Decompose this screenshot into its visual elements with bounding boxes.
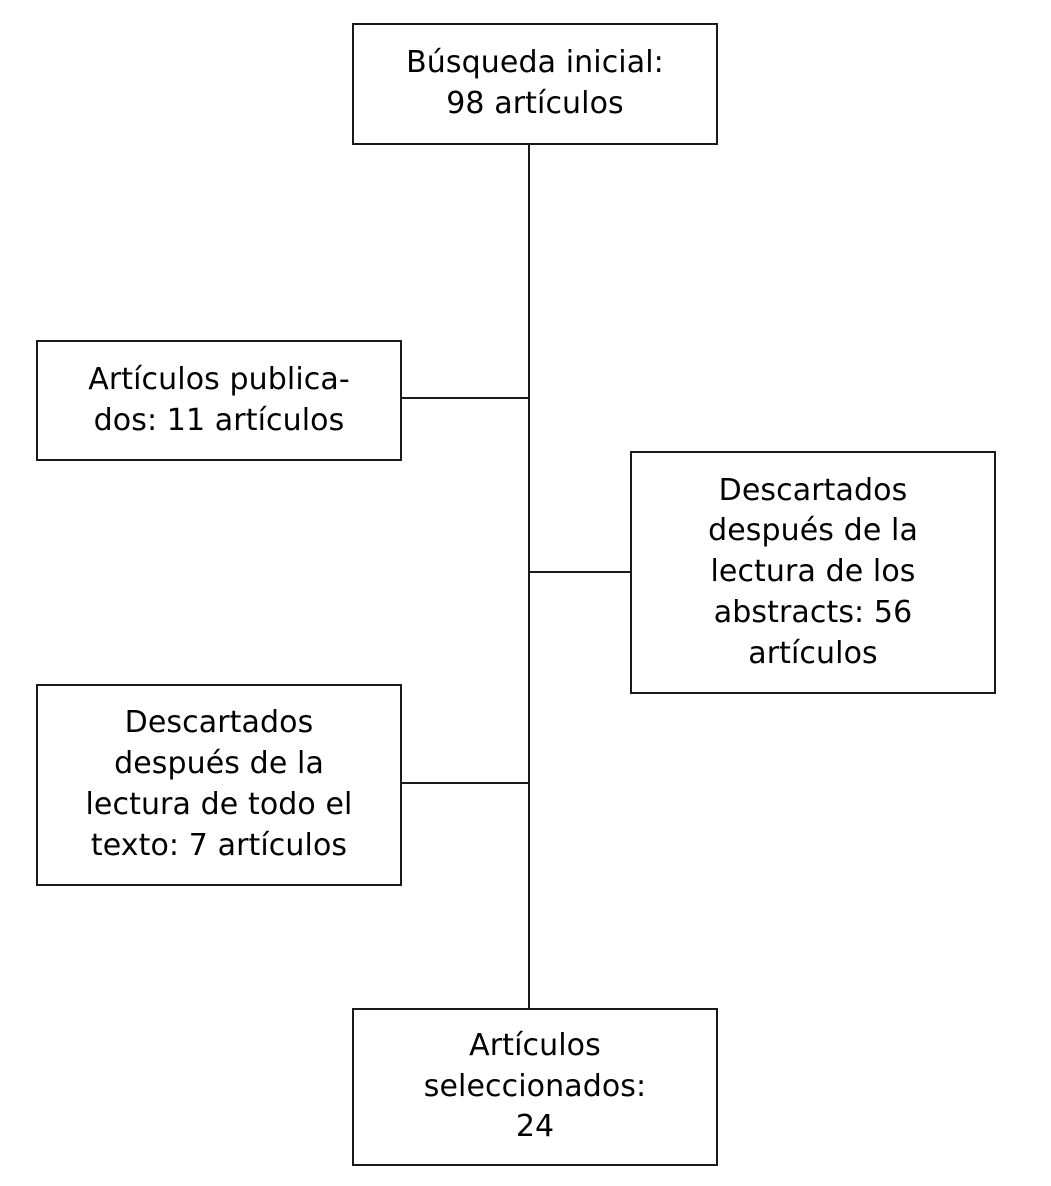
connector-branch-discarded-fulltext	[402, 782, 530, 784]
node-discarded-after-abstracts-label: Descartados después de la lectura de los…	[708, 472, 918, 671]
connector-main-spine	[528, 145, 530, 1010]
node-discarded-after-fulltext: Descartados después de la lectura de tod…	[36, 684, 402, 886]
node-published-articles: Artículos publica- dos: 11 artículos	[36, 340, 402, 461]
node-initial-search-label: Búsqueda inicial: 98 artículos	[406, 45, 664, 121]
node-published-articles-label: Artículos publica- dos: 11 artículos	[88, 361, 350, 438]
node-initial-search: Búsqueda inicial: 98 artículos	[352, 23, 718, 145]
connector-branch-published	[402, 397, 530, 399]
node-discarded-after-abstracts: Descartados después de la lectura de los…	[630, 451, 996, 694]
node-selected-articles-label: Artículos seleccionados: 24	[423, 1027, 647, 1145]
connector-branch-discarded-abstracts	[528, 571, 632, 573]
node-discarded-after-fulltext-label: Descartados después de la lectura de tod…	[85, 705, 353, 863]
node-selected-articles: Artículos seleccionados: 24	[352, 1008, 718, 1166]
